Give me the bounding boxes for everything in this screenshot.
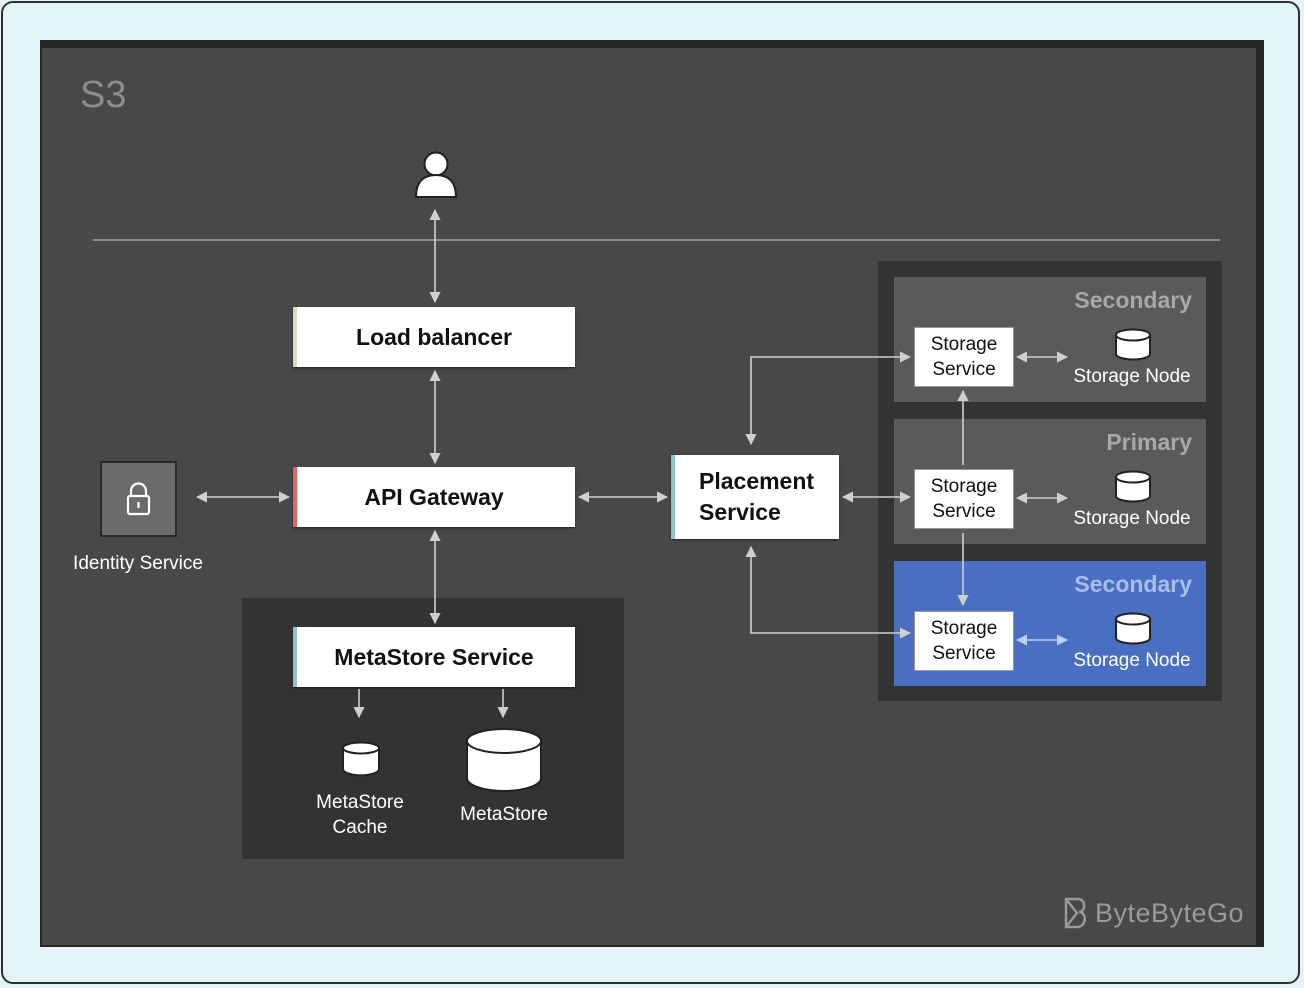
placement-service-label: Placement Service: [699, 468, 815, 525]
brand-name: ByteByteGo: [1095, 897, 1245, 928]
metastore-service-box[interactable]: MetaStore Service: [293, 627, 575, 687]
storage-node-1-label: Storage Node: [1073, 366, 1191, 387]
user-icon: [414, 151, 458, 198]
storage-group-3-role: Secondary: [1074, 571, 1192, 597]
api-gateway-box[interactable]: API Gateway: [293, 467, 575, 527]
storage-service-1-box[interactable]: Storage Service: [914, 327, 1014, 387]
storage-service-2-box[interactable]: Storage Service: [914, 469, 1014, 529]
storage-group-2-role: Primary: [1106, 429, 1192, 455]
bytebytego-logo-icon: [1064, 897, 1086, 929]
storage-group-1-role: Secondary: [1074, 287, 1192, 313]
storage-node-1-icon: [1115, 328, 1151, 361]
storage-node-3-label: Storage Node: [1073, 650, 1191, 671]
metastore-cache-icon: [342, 741, 380, 777]
arrow-placement-ss3: [745, 545, 912, 639]
metastore-label: MetaStore: [460, 804, 548, 825]
metastore-cache-label: MetaStore Cache: [316, 792, 404, 838]
api-gateway-label: API Gateway: [364, 483, 504, 510]
load-balancer-box[interactable]: Load balancer: [293, 307, 575, 367]
brand-logo: ByteByteGo: [1063, 895, 1244, 931]
storage-node-2-label: Storage Node: [1073, 508, 1191, 529]
storage-node-3-icon: [1115, 612, 1151, 645]
metastore-icon: [466, 728, 542, 792]
placement-service-box[interactable]: Placement Service: [671, 455, 839, 539]
lock-icon: [126, 482, 151, 516]
load-balancer-label: Load balancer: [356, 323, 512, 350]
identity-service-box[interactable]: [100, 461, 177, 537]
separator-line: [93, 239, 1220, 241]
identity-service-label: Identity Service: [73, 553, 203, 574]
arrow-placement-ss1: [745, 351, 912, 446]
diagram-title: S3: [80, 74, 127, 116]
storage-node-2-icon: [1115, 470, 1151, 503]
storage-service-3-box[interactable]: Storage Service: [914, 611, 1014, 671]
metastore-service-label: MetaStore Service: [334, 643, 534, 670]
